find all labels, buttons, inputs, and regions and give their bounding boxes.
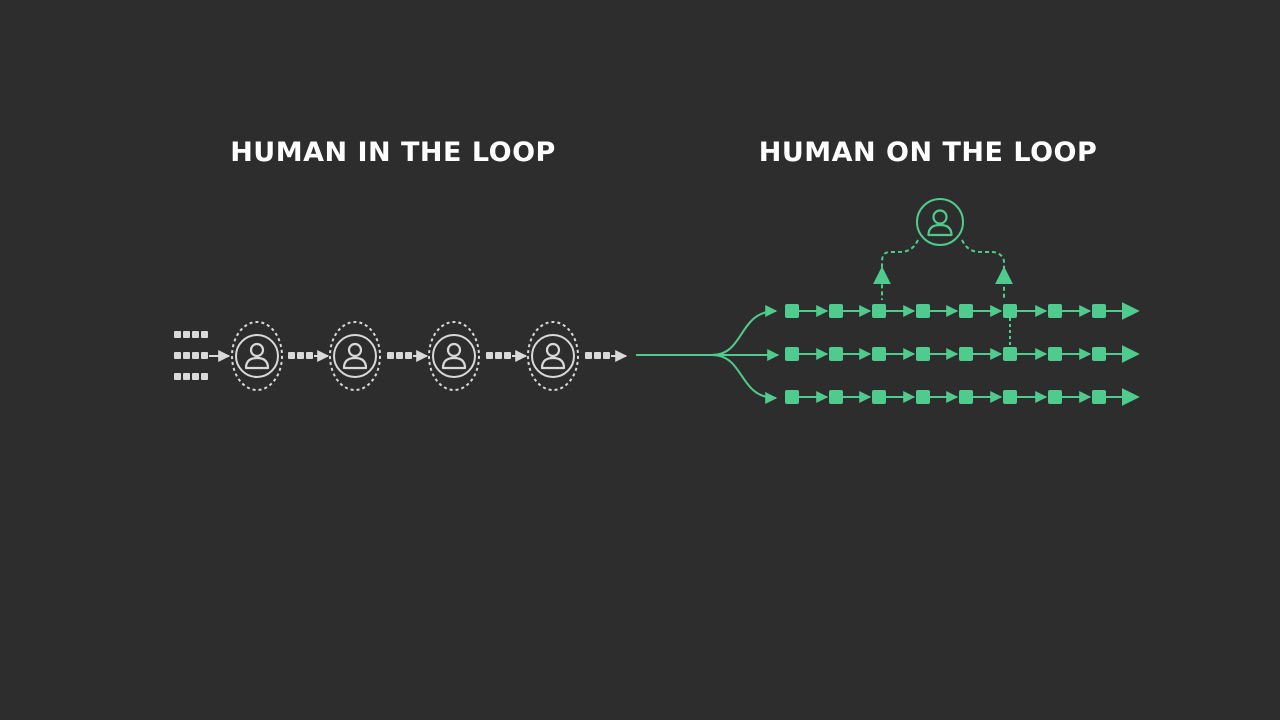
supervisor-person-icon (916, 198, 964, 246)
process-step (829, 304, 843, 318)
automated-lane (785, 388, 1140, 406)
monitor-line-left (881, 239, 919, 300)
process-step (1003, 390, 1017, 404)
queue-segment (387, 352, 412, 359)
reviewer-person-icon (329, 321, 381, 391)
automated-lane (785, 345, 1140, 363)
process-step (959, 390, 973, 404)
reviewer-person-icon (428, 321, 480, 391)
human-on-the-loop-flow (636, 198, 1140, 406)
process-step (1048, 390, 1062, 404)
process-step (916, 304, 930, 318)
branch-top (711, 305, 778, 356)
monitor-line-right (961, 239, 1005, 300)
reviewer-person-icon (231, 321, 283, 391)
process-step (872, 390, 886, 404)
process-step (916, 347, 930, 361)
process-step (1092, 347, 1106, 361)
process-step (785, 304, 799, 318)
process-step (872, 304, 886, 318)
queue-segment (486, 352, 511, 359)
process-step (1092, 390, 1106, 404)
process-step (872, 347, 886, 361)
process-step (959, 304, 973, 318)
process-step (1003, 347, 1017, 361)
process-step (1048, 347, 1062, 361)
process-step (785, 390, 799, 404)
branch-bottom (711, 354, 778, 404)
process-step (1003, 304, 1017, 318)
input-queue (174, 331, 208, 380)
process-step (1092, 304, 1106, 318)
heading-human-in-the-loop: HUMAN IN THE LOOP (230, 137, 556, 168)
process-step (829, 390, 843, 404)
process-step (829, 347, 843, 361)
queue-segment (288, 352, 313, 359)
automated-lanes (785, 302, 1140, 406)
human-in-the-loop-flow (174, 321, 628, 391)
reviewer-person-icon (527, 321, 579, 391)
automated-lane (785, 302, 1140, 320)
queue-segment (585, 352, 610, 359)
heading-human-on-the-loop: HUMAN ON THE LOOP (758, 137, 1098, 168)
process-step (916, 390, 930, 404)
process-step (785, 347, 799, 361)
process-step (959, 347, 973, 361)
process-step (1048, 304, 1062, 318)
